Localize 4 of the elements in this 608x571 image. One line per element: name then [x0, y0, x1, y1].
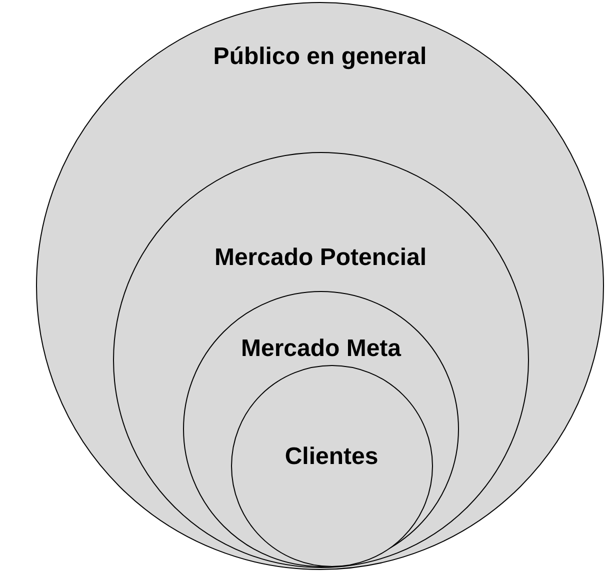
circle-label: Mercado Meta — [240, 336, 402, 360]
circle-label: Público en general — [213, 44, 427, 68]
circle-label: Mercado Potencial — [214, 246, 427, 270]
circle-label: Clientes — [284, 445, 378, 469]
